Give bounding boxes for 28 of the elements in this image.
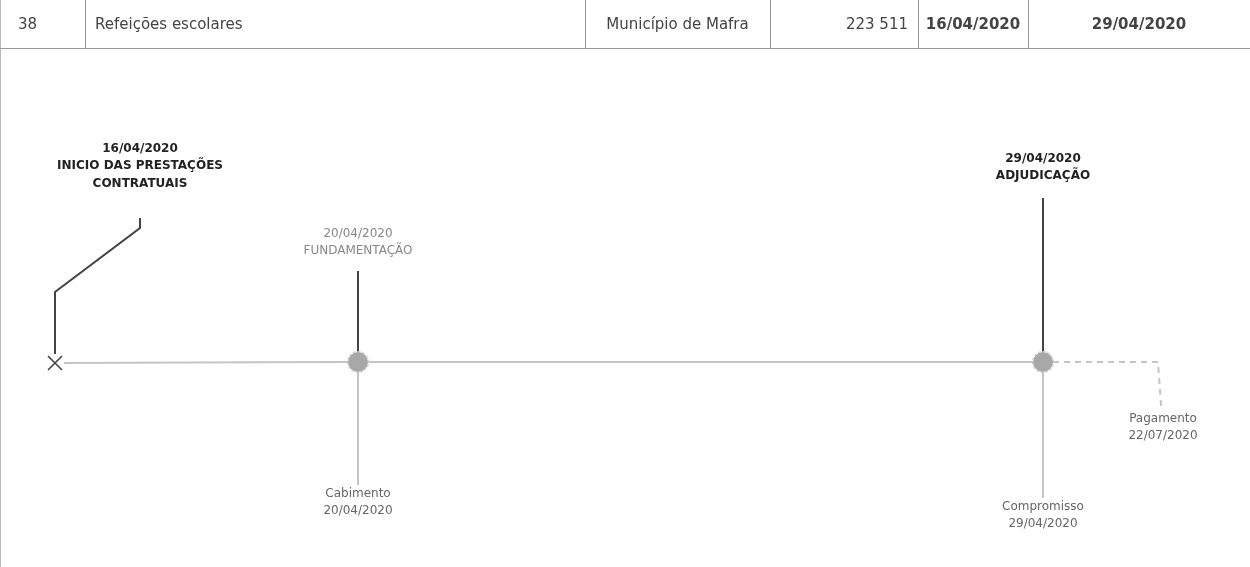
table-cell: 223 511 (845, 15, 908, 33)
table-cell: 16/04/2020 (925, 15, 1021, 33)
timeline-line (63, 361, 349, 364)
milestone-title: ADJUDICAÇÃO (994, 167, 1092, 185)
stage-name: Cabimento (324, 485, 392, 502)
milestone-title: INICIO DAS PRESTAÇÕES CONTRATUAIS (56, 157, 224, 192)
timeline-line (357, 270, 359, 353)
stage-date: 20/04/2020 (322, 502, 394, 520)
timeline-line (1042, 371, 1044, 499)
timeline-line (357, 371, 359, 486)
stage-date: 29/04/2020 (1007, 515, 1079, 533)
table-cell: 38 (18, 15, 38, 33)
stage-name: Pagamento (1128, 410, 1198, 427)
timeline-line (367, 361, 1034, 363)
milestone-dot (1033, 352, 1053, 372)
leader-line (54, 217, 141, 355)
table-cell: Refeições escolares (95, 15, 243, 33)
milestone-date: 20/04/2020 (322, 225, 394, 242)
milestone-dot (348, 352, 368, 372)
timeline-line (1042, 197, 1044, 353)
stage-date: 22/07/2020 (1127, 427, 1199, 445)
stage-name: Compromisso (1001, 498, 1085, 515)
milestone-date: 16/04/2020 (101, 140, 179, 157)
table-cell: Município de Mafra (606, 15, 749, 33)
milestone-title: FUNDAMENTAÇÃO (302, 242, 414, 260)
start-cross-mark (46, 354, 64, 372)
table-cell: 29/04/2020 (1091, 15, 1187, 33)
milestone-date: 29/04/2020 (1004, 150, 1082, 167)
